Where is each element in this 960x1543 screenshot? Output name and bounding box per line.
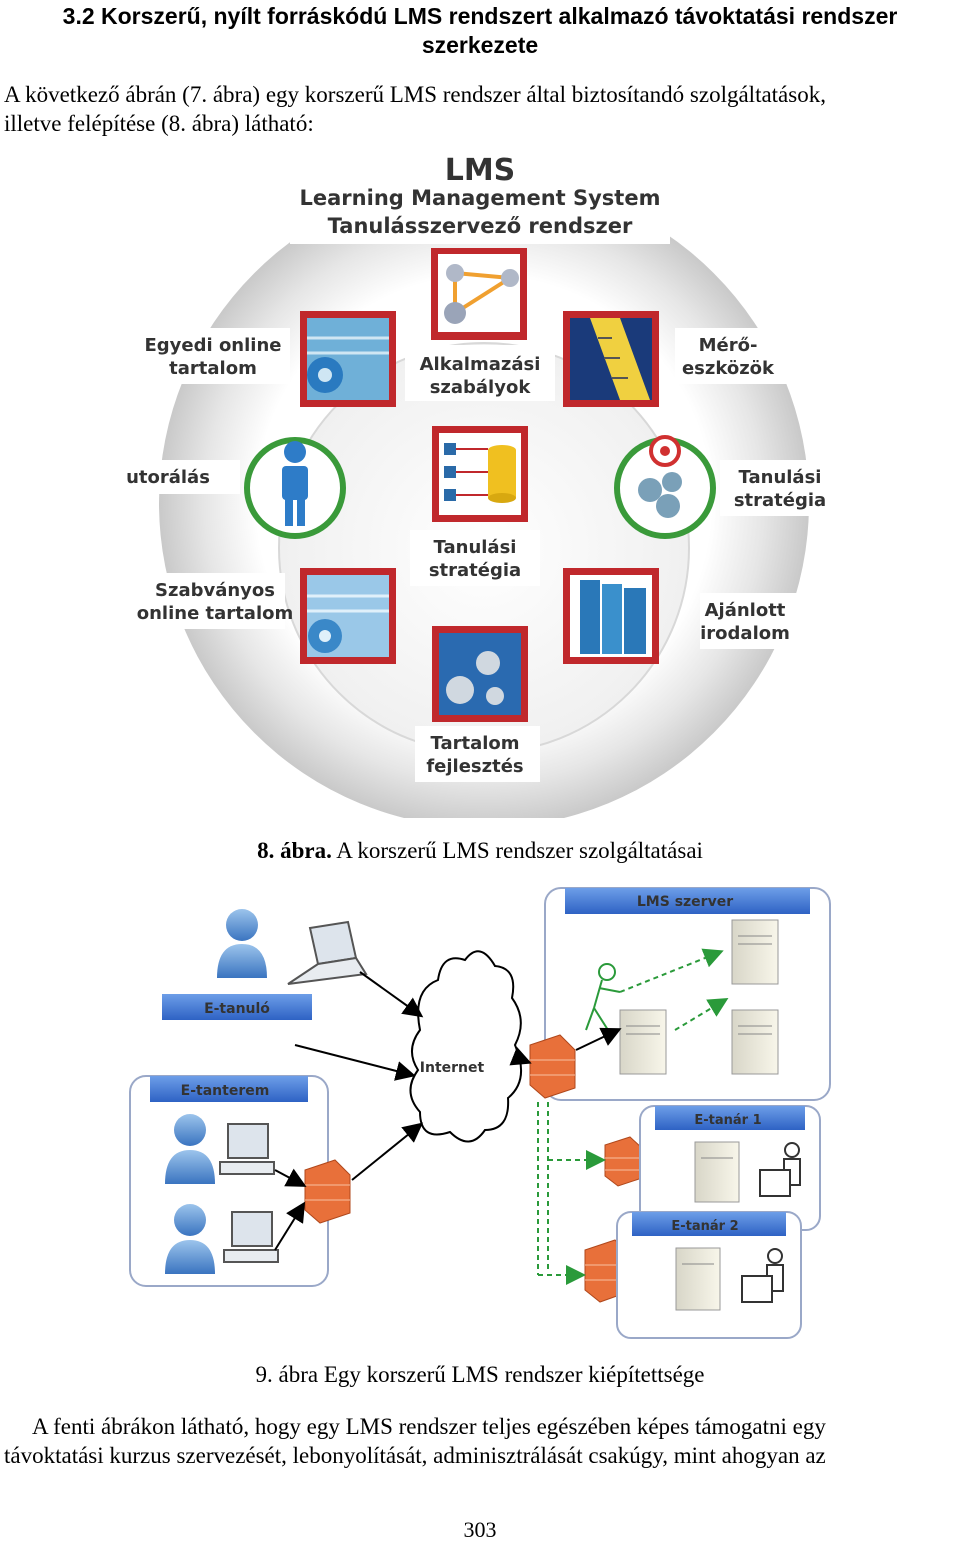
section-heading-line1: 3.2 Korszerű, nyílt forráskódú LMS rends…	[62, 3, 898, 29]
closing-paragraph: A fenti ábrákon látható, hogy egy LMS re…	[4, 1412, 956, 1470]
e-learner-label: E-tanuló	[204, 1001, 270, 1017]
lms-title: LMS	[445, 153, 516, 188]
measurement-tile	[563, 311, 659, 407]
label-rules-2: szabályok	[430, 377, 532, 398]
closing-line2: távoktatási kurzus szervezését, lebonyol…	[4, 1443, 826, 1468]
laptop-icon	[287, 920, 368, 985]
e-teacher-1-label: E-tanár 1	[694, 1113, 761, 1128]
rules-tile	[431, 248, 527, 340]
lms-title-hungarian: Tanulásszervező rendszer	[328, 214, 633, 238]
page-number: 303	[463, 1517, 497, 1542]
label-standard-content-2: online tartalom	[137, 603, 293, 624]
figure8-caption-number: 8. ábra.	[257, 838, 332, 863]
server-icon	[731, 919, 779, 985]
label-custom-content-1: Egyedi online	[145, 335, 282, 356]
user-icon	[165, 1114, 215, 1184]
intro-line2: illetve felépítése (8. ábra) látható:	[4, 111, 314, 136]
content-development-tile	[432, 626, 528, 722]
section-heading: 3.2 Korszerű, nyílt forráskódú LMS rends…	[0, 2, 960, 60]
internet-cloud: Internet	[409, 950, 523, 1143]
teacher-at-desk-icon	[759, 1142, 801, 1197]
intro-paragraph: A következő ábrán (7. ábra) egy korszerű…	[4, 80, 956, 138]
person-icon	[282, 441, 308, 526]
server-icon	[694, 1141, 740, 1203]
label-strategy-center-2: stratégia	[429, 560, 521, 581]
intro-line1: A következő ábrán (7. ábra) egy korszerű…	[4, 82, 826, 107]
figure8-caption: 8. ábra. A korszerű LMS rendszer szolgál…	[0, 838, 960, 864]
label-measurement-2: eszközök	[682, 358, 775, 379]
e-teacher-2-label: E-tanár 2	[671, 1219, 738, 1234]
section-heading-line2: szerkezete	[421, 32, 539, 58]
standard-content-tile	[300, 568, 396, 664]
label-literature-1: Ajánlott	[705, 600, 786, 621]
e-classroom-label: E-tanterem	[181, 1083, 270, 1099]
lms-server-panel: LMS szerver	[544, 887, 831, 1101]
label-strategy-right-2: stratégia	[734, 490, 826, 511]
lms-title-english: Learning Management System	[300, 186, 661, 210]
tutoring-tile	[244, 437, 346, 539]
lms-services-diagram: LMS Learning Management System Tanulássz…	[125, 148, 826, 818]
closing-line1: A fenti ábrákon látható, hogy egy LMS re…	[32, 1414, 826, 1439]
desktop-computer-icon	[219, 1123, 275, 1175]
teacher-at-desk-icon	[741, 1248, 784, 1303]
gears-icon	[446, 676, 474, 704]
user-icon	[165, 1204, 215, 1274]
label-content-dev-2: fejlesztés	[426, 756, 523, 777]
server-icon	[619, 1009, 667, 1075]
admin-figure-icon	[585, 963, 621, 1031]
e-teacher-1-panel: E-tanár 1	[639, 1105, 821, 1231]
internet-label: Internet	[420, 1060, 485, 1076]
label-standard-content-1: Szabványos	[155, 580, 275, 601]
server-icon	[675, 1247, 721, 1311]
label-strategy-right-1: Tanulási	[739, 467, 822, 488]
figure9-caption: 9. ábra Egy korszerű LMS rendszer kiépít…	[255, 1362, 705, 1387]
label-custom-content-2: tartalom	[169, 358, 257, 379]
lms-architecture-diagram: LMS szerver	[129, 887, 831, 1339]
label-content-dev-1: Tartalom	[430, 733, 519, 754]
figure8-caption-text: A korszerű LMS rendszer szolgáltatásai	[331, 838, 703, 863]
e-classroom-panel: E-tanterem	[129, 1075, 329, 1287]
books-icon	[580, 580, 646, 654]
firewall-icon	[304, 1159, 351, 1224]
server-icon	[731, 1009, 779, 1075]
label-measurement-1: Mérő-	[699, 335, 758, 356]
e-teacher-2-panel: E-tanár 2	[616, 1211, 802, 1339]
literature-tile	[563, 568, 659, 664]
label-strategy-center-1: Tanulási	[434, 537, 517, 558]
lms-server-label: LMS szerver	[637, 894, 733, 910]
desktop-computer-icon	[223, 1211, 279, 1263]
label-literature-2: irodalom	[700, 623, 790, 644]
label-tutoring: utorálás	[126, 467, 210, 488]
custom-content-tile	[300, 311, 396, 407]
firewall-icon	[604, 1136, 643, 1187]
strategy-center-tile	[432, 426, 528, 522]
network-icon	[444, 264, 519, 324]
label-rules-1: Alkalmazási	[420, 354, 541, 375]
firewall-icon	[529, 1034, 576, 1099]
strategy-right-tile	[614, 435, 716, 539]
e-learner-group: E-tanuló	[162, 909, 368, 1020]
user-icon	[217, 909, 267, 978]
